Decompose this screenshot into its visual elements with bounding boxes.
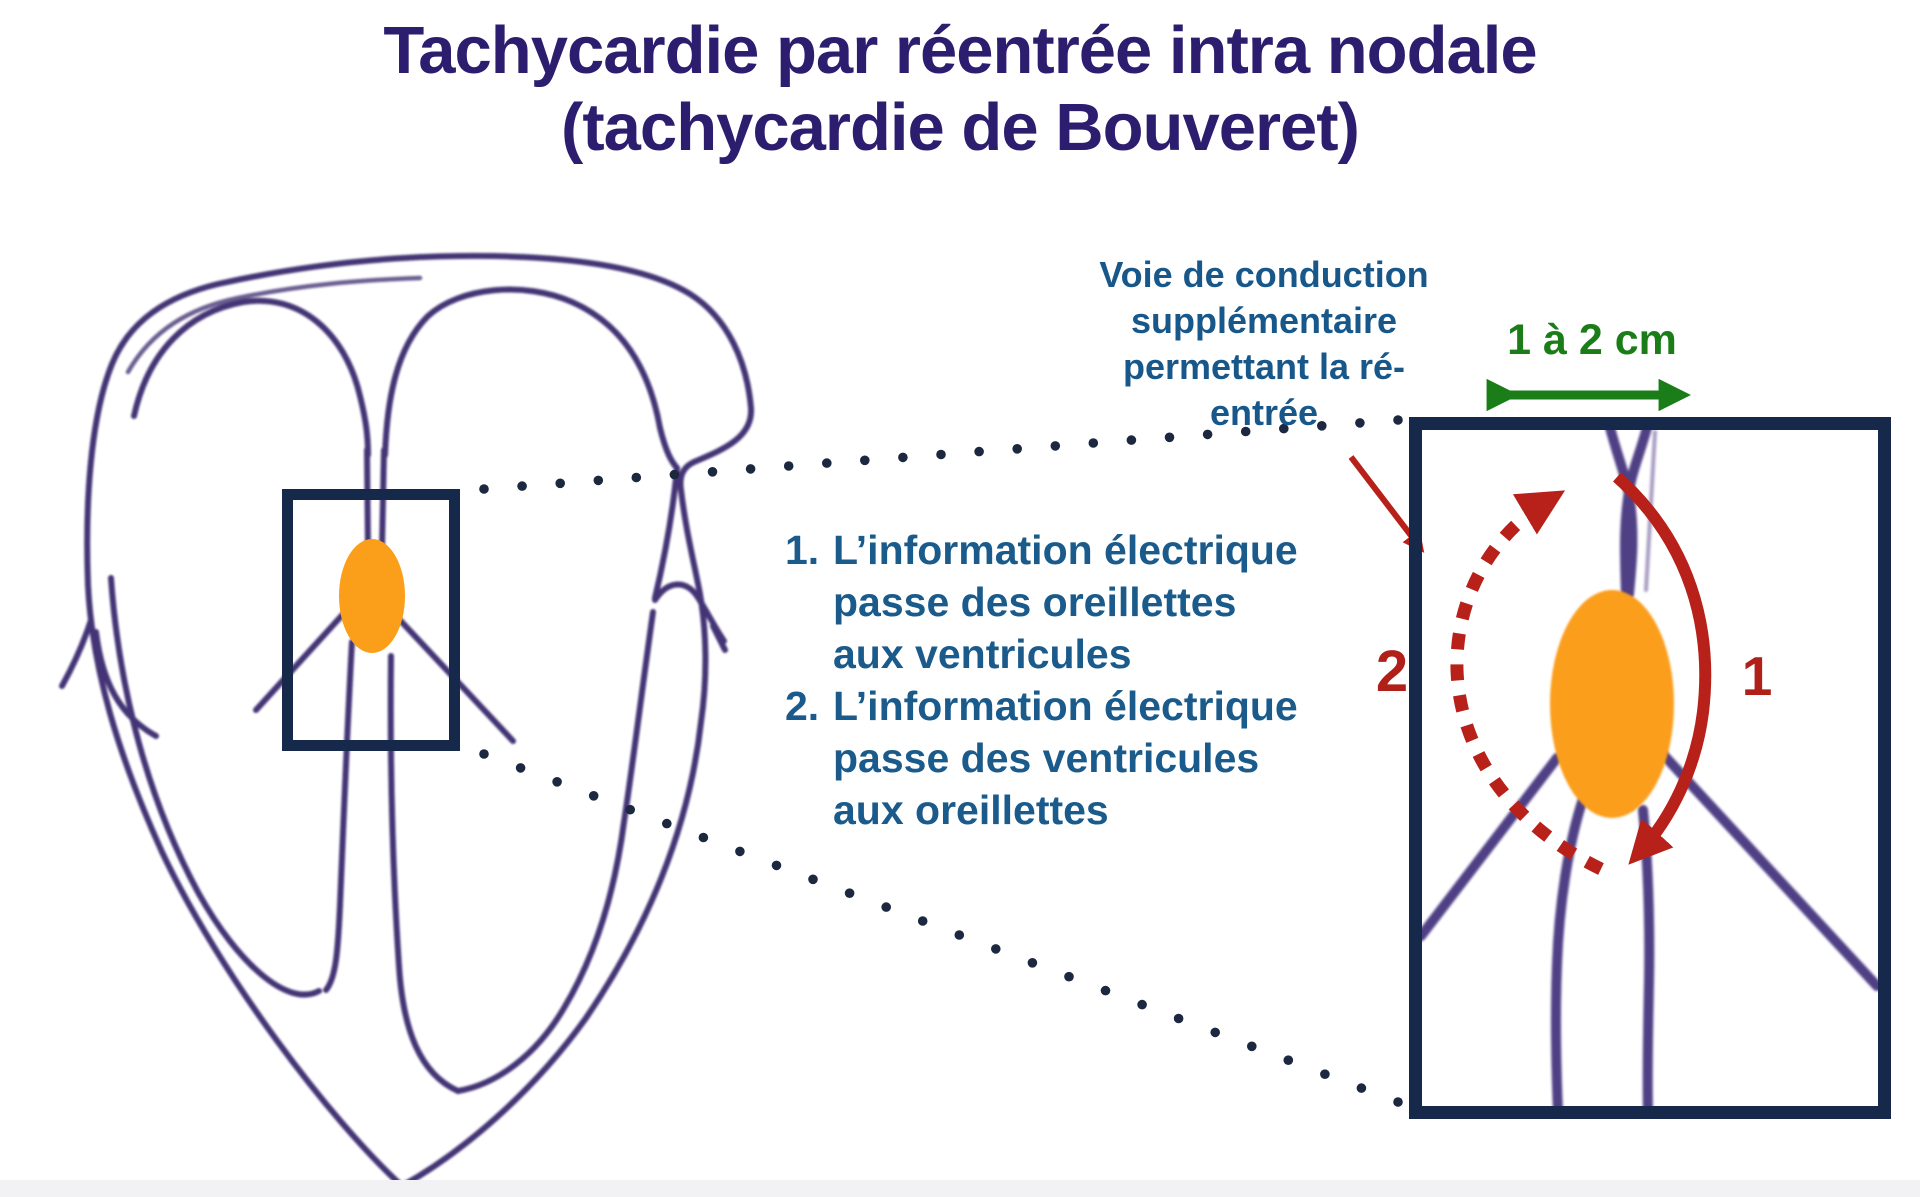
step-text: L’information électrique passe des oreil… bbox=[833, 524, 1298, 680]
reentry-arrow-2-dashed bbox=[1450, 490, 1604, 875]
right-atrium-arc bbox=[382, 286, 680, 471]
right-inner-wall-upper bbox=[652, 465, 680, 601]
reentry-arrows bbox=[1348, 455, 1712, 875]
step-text: L’information électrique passe des ventr… bbox=[833, 680, 1298, 836]
title-line-1: Tachycardie par réentrée intra nodale bbox=[383, 13, 1537, 88]
step-text-line: L’information électrique bbox=[833, 683, 1298, 729]
title-line-2: (tachycardie de Bouveret) bbox=[561, 90, 1360, 165]
right-fork-spur bbox=[710, 623, 728, 653]
step-text-line: aux ventricules bbox=[833, 631, 1132, 677]
footer-bar bbox=[0, 1180, 1920, 1197]
step-text-line: aux oreillettes bbox=[833, 787, 1109, 833]
node-left-diagonal bbox=[253, 609, 348, 713]
reentry-arrow-1 bbox=[1613, 472, 1712, 865]
heart-drawing bbox=[59, 252, 755, 1189]
inset-left-diagonal bbox=[1416, 753, 1562, 941]
dotted-connector-lower bbox=[479, 749, 1403, 1107]
left-twig-a bbox=[59, 617, 94, 689]
accessory-pathway-annotation: Voie de conduction supplémentaire permet… bbox=[1092, 252, 1436, 436]
right-inner-wall bbox=[455, 609, 656, 1094]
annotation-line: supplémentaire bbox=[1130, 300, 1398, 341]
left-atrium-arc bbox=[131, 297, 371, 458]
measurement-label: 1 à 2 cm bbox=[1507, 316, 1677, 364]
heart-outer-contour bbox=[84, 252, 755, 1189]
step-text-line: passe des oreillettes bbox=[833, 579, 1237, 625]
step-item-1: 1. L’information électrique passe des or… bbox=[785, 524, 1298, 680]
annotation-line: Voie de conduction bbox=[1099, 254, 1429, 295]
inset-av-node bbox=[1550, 590, 1674, 818]
step-text-line: passe des ventricules bbox=[833, 735, 1260, 781]
av-node bbox=[339, 539, 405, 653]
steps-list: 1. L’information électrique passe des or… bbox=[785, 524, 1298, 836]
zoom-rectangle bbox=[282, 489, 460, 751]
inset-box-frame bbox=[1409, 417, 1891, 1119]
accessory-pathway-pointer-arrow bbox=[1348, 455, 1425, 553]
inset-right-diagonal bbox=[1654, 745, 1882, 991]
dotted-connector-upper bbox=[479, 415, 1403, 494]
conduction-branch-left bbox=[323, 639, 355, 993]
annotation-line: permettant la ré- bbox=[1122, 346, 1406, 387]
left-inner-wall bbox=[108, 575, 322, 998]
left-twig-b bbox=[93, 629, 159, 739]
inset-step-label-1: 1 bbox=[1741, 645, 1773, 707]
page-title: Tachycardie par réentrée intra nodale (t… bbox=[0, 12, 1920, 166]
step-number: 2. bbox=[785, 683, 820, 729]
conduction-branch-right bbox=[387, 653, 461, 1094]
step-item-2: 2. L’information électrique passe des ve… bbox=[785, 680, 1298, 836]
annotation-line: entrée bbox=[1209, 392, 1319, 433]
step-number: 1. bbox=[785, 527, 820, 573]
step-text-line: L’information électrique bbox=[833, 527, 1298, 573]
inset-step-label-2: 2 bbox=[1375, 639, 1409, 704]
heart-top-double-line bbox=[125, 275, 423, 375]
